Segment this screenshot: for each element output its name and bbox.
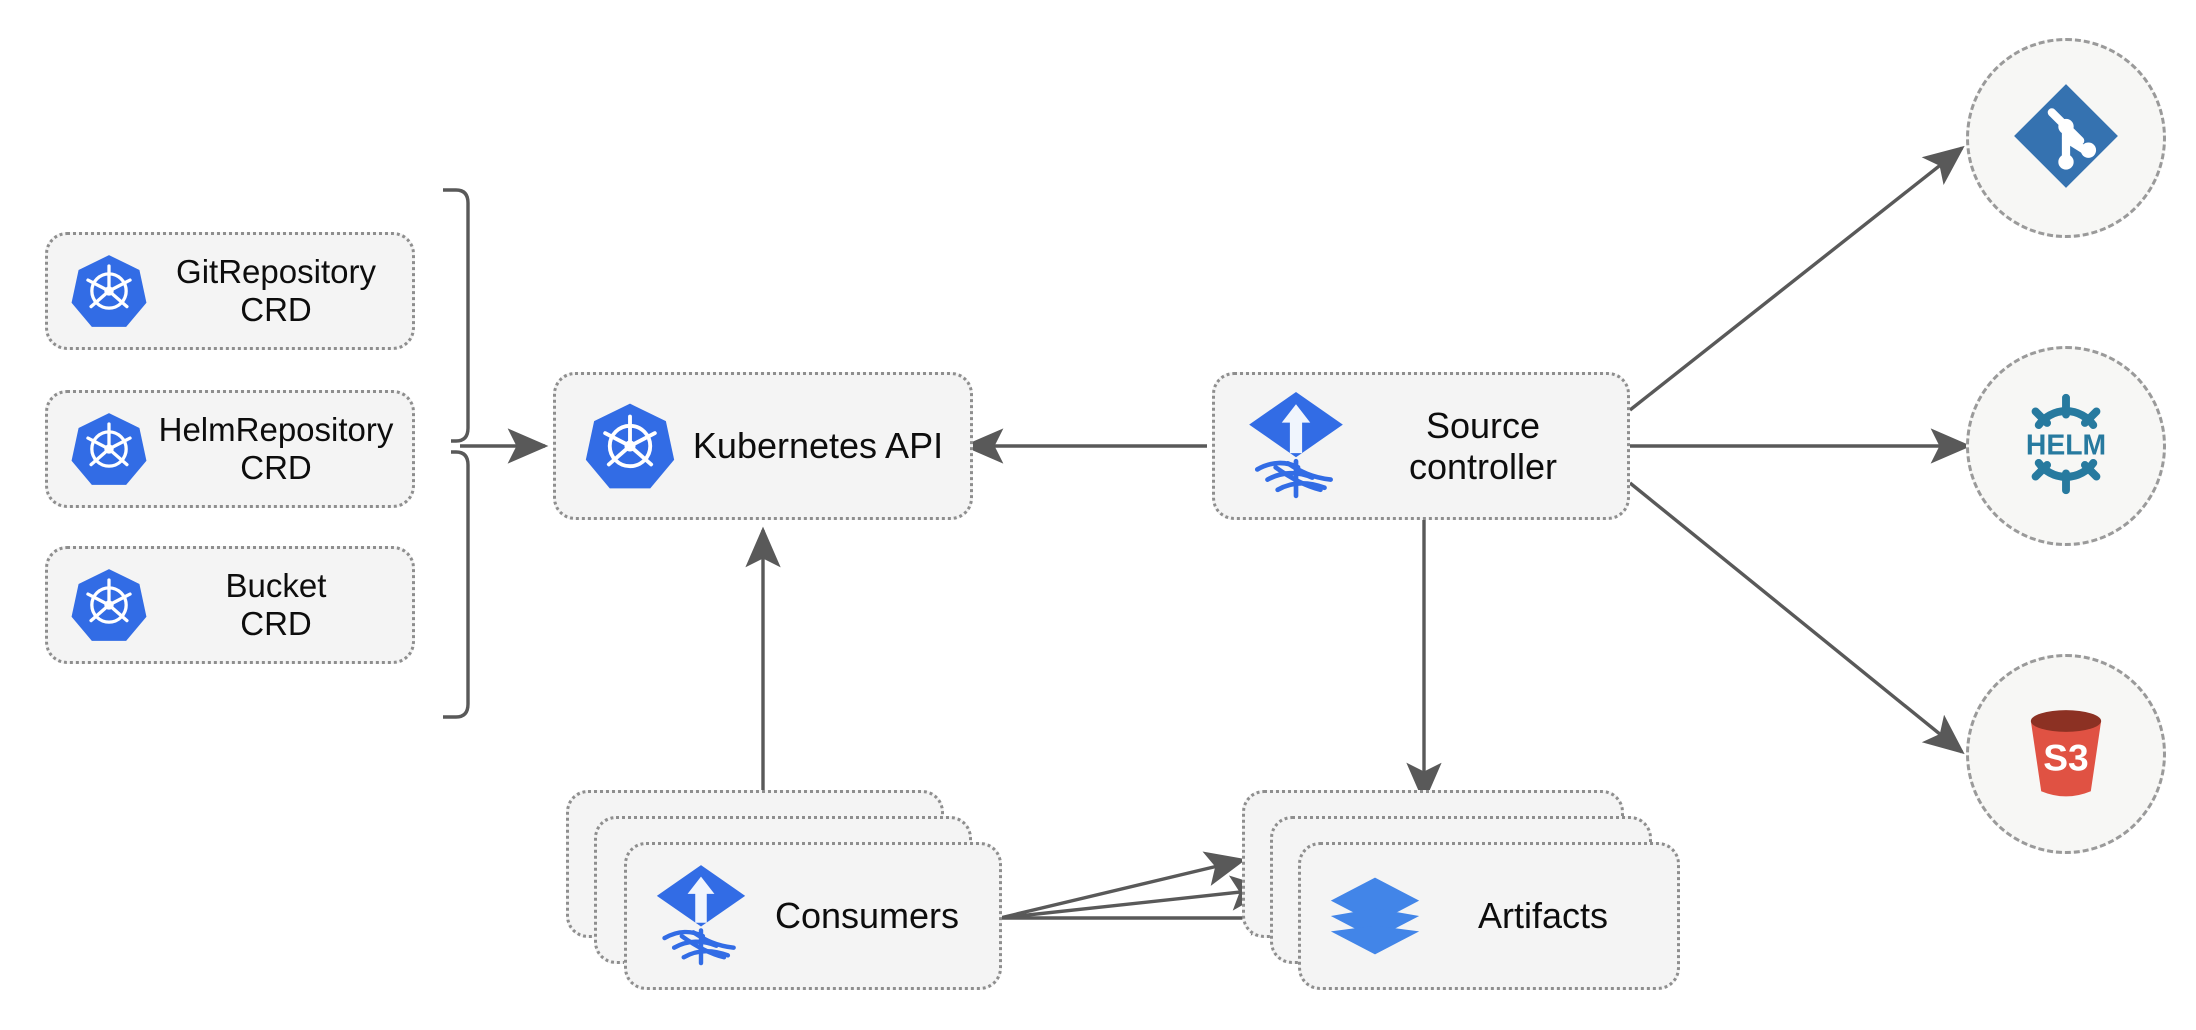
crd-label-bucket: Bucket CRD: [225, 567, 327, 642]
external-s3[interactable]: S3: [1966, 654, 2166, 854]
kubernetes-icon: [70, 566, 148, 644]
external-helm[interactable]: HELM: [1966, 346, 2166, 546]
git-icon: [2007, 77, 2125, 200]
node-label-kubernetes-api: Kubernetes API: [692, 425, 944, 467]
layers-icon: [1327, 868, 1423, 964]
node-consumers[interactable]: Consumers: [624, 842, 1002, 990]
kubernetes-icon: [582, 398, 678, 494]
node-kubernetes-api[interactable]: Kubernetes API: [553, 372, 973, 520]
node-artifacts[interactable]: Artifacts: [1298, 842, 1680, 990]
node-consumers-stack[interactable]: Consumers: [566, 790, 1006, 990]
crd-card-bucket[interactable]: Bucket CRD: [45, 546, 415, 664]
node-source-controller[interactable]: Source controller: [1212, 372, 1630, 520]
edge-consumers-to-artifact-2: [999, 875, 1272, 920]
crd-bracket-bottom: [443, 450, 470, 719]
crd-card-helmrepository[interactable]: HelmRepository CRD: [45, 390, 415, 508]
node-artifacts-stack[interactable]: Artifacts: [1242, 790, 1692, 990]
external-git[interactable]: [1966, 38, 2166, 238]
flux-icon: [1241, 388, 1351, 504]
edge-source-to-s3: [1628, 481, 1965, 755]
flux-icon: [653, 865, 749, 966]
node-label-consumers: Consumers: [774, 895, 960, 936]
node-label-artifacts: Artifacts: [1477, 895, 1609, 936]
edge-source-to-git: [1628, 145, 1965, 412]
crd-card-gitrepository[interactable]: GitRepository CRD: [45, 232, 415, 350]
crd-bracket-top: [443, 188, 470, 443]
crd-label-helmrepository: HelmRepository CRD: [158, 411, 394, 486]
s3-wordmark: S3: [2043, 736, 2089, 778]
kubernetes-icon: [70, 252, 148, 330]
helm-icon: HELM: [2003, 381, 2129, 512]
edge-consumers-to-artifact-1: [999, 851, 1247, 920]
kubernetes-icon: [70, 410, 148, 488]
node-label-source-controller: Source controller: [1408, 404, 1558, 487]
crd-label-gitrepository: GitRepository CRD: [176, 253, 376, 328]
s3-bucket-icon: S3: [2004, 690, 2128, 819]
helm-wordmark: HELM: [2026, 429, 2106, 461]
